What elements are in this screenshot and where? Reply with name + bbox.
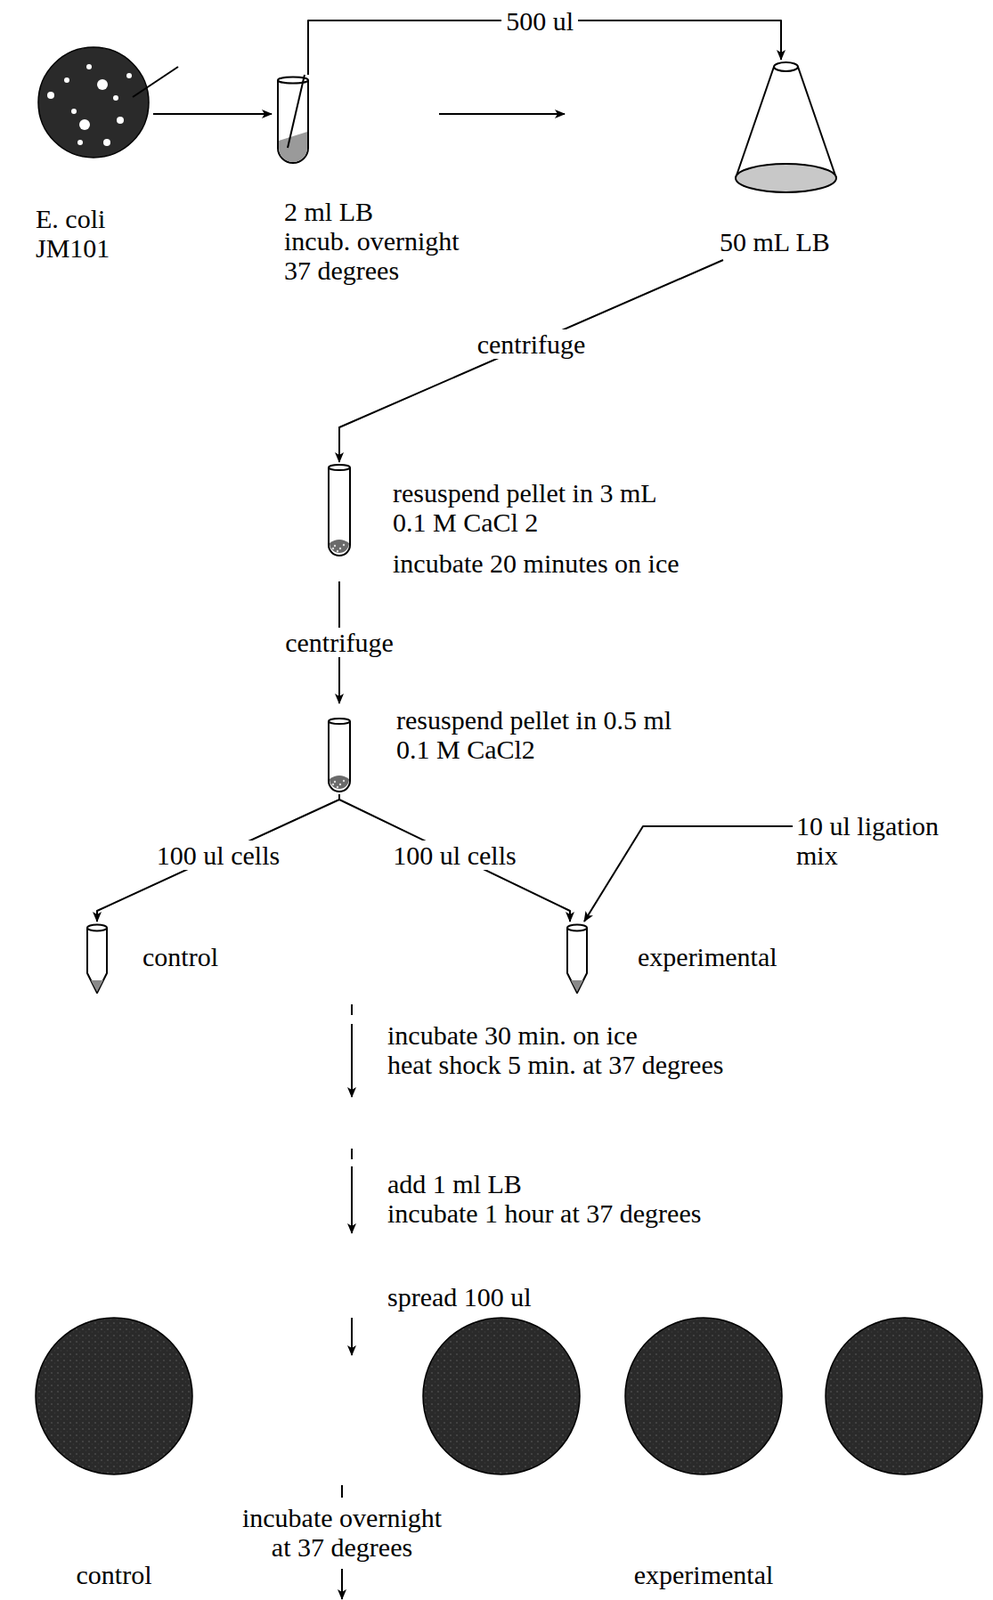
experimental-tube-node: experimental: [566, 923, 778, 995]
connector-label: 500 ul: [501, 6, 578, 36]
flow-arrow: [350, 1024, 353, 1098]
pellet-speck: [336, 786, 339, 789]
node-illustration: [326, 463, 352, 557]
step-text: experimental: [637, 942, 778, 972]
step-text: resuspend pellet in 0.5 ml 0.1 M CaCl2: [396, 705, 691, 765]
flow-connector: [339, 260, 724, 463]
step-text: 50 mL LB: [719, 227, 831, 257]
tube-rim: [87, 925, 107, 932]
connector-label: 100 ul cells: [152, 840, 285, 871]
pellet-tube-node: resuspend pellet in 3 mL 0.1 M CaCl 2 inc…: [326, 463, 680, 578]
flow-arrow: [350, 1318, 353, 1356]
step-text: resuspend pellet in 3 mL 0.1 M CaCl 2: [392, 478, 676, 538]
cell-pellet: [329, 775, 350, 790]
node-illustration: [326, 717, 352, 793]
flask-node: 50 mL LB: [719, 61, 838, 257]
cell-suspension: [90, 980, 104, 993]
flow-connector: [339, 794, 570, 922]
node-illustration: [37, 46, 150, 159]
pellet-tube-node: resuspend pellet in 0.5 ml 0.1 M CaCl2: [326, 705, 691, 793]
colony: [77, 139, 83, 146]
pellet-speck: [336, 550, 339, 553]
colony: [86, 64, 92, 70]
tube-outline: [328, 467, 350, 556]
pellet-speck: [332, 783, 334, 786]
colony: [71, 108, 77, 114]
node-illustration: [86, 923, 108, 995]
connector-label: centrifuge: [280, 627, 399, 658]
flow-tick: [341, 1485, 343, 1498]
flow-connector: [153, 113, 272, 115]
step-note: experimental: [634, 1560, 774, 1590]
flask-outline: [735, 66, 837, 179]
pellet-speck: [333, 545, 336, 547]
flow-tick: [350, 1004, 353, 1016]
cell-suspension: [570, 980, 584, 993]
pellet-speck: [339, 783, 342, 786]
agar-plate: [38, 47, 149, 158]
pellet-speck: [342, 780, 345, 782]
flow-tick: [350, 1148, 353, 1160]
pellet-speck: [342, 544, 345, 546]
flow-arrow: [341, 1569, 343, 1600]
node-illustration: [734, 61, 838, 195]
step-note: incubate 1 hour at 37 degrees: [387, 1198, 701, 1229]
node-illustration: [275, 76, 312, 163]
step-text: E. coli JM101: [35, 203, 116, 263]
step-note: spread 100 ul: [387, 1282, 532, 1312]
flow-connector: [97, 794, 340, 922]
tube-rim: [328, 718, 350, 725]
step-text: incub. overnight 37 degrees: [284, 226, 472, 285]
step-note: heat shock 5 min. at 37 degrees: [387, 1049, 724, 1080]
inoculating-stick: [287, 74, 305, 148]
tube-rim: [328, 464, 350, 471]
colony: [103, 138, 111, 147]
step-text: 2 ml LB: [284, 196, 374, 227]
pellet-speck: [333, 781, 336, 783]
step-text: incubate 20 minutes on ice: [392, 548, 680, 578]
culture-liquid: [278, 131, 308, 163]
flow-arrow: [350, 1166, 353, 1234]
agar-plate: [625, 1318, 782, 1475]
colony: [126, 73, 132, 79]
connector-label: centrifuge: [472, 329, 591, 359]
node-illustration: [566, 923, 588, 995]
step-note: add 1 ml LB: [387, 1169, 522, 1199]
inoculating-loop: [132, 66, 179, 98]
colony: [64, 77, 70, 83]
step-text: control: [142, 942, 219, 972]
colony: [116, 116, 124, 124]
colony: [113, 95, 119, 101]
flask-mouth: [773, 62, 798, 72]
pellet-speck: [332, 547, 334, 550]
colony: [97, 79, 108, 90]
flow-arrow: [439, 113, 565, 115]
tube-outline: [87, 927, 107, 993]
flask-medium: [735, 163, 837, 193]
agar-plate: [423, 1318, 580, 1475]
culture-tube-node: 2 ml LBincub. overnight 37 degrees: [275, 76, 472, 285]
colony: [47, 91, 55, 99]
ligation-mix-node: 10 ul ligation mix: [796, 811, 946, 871]
cell-pellet: [329, 539, 350, 554]
step-note: control: [76, 1560, 153, 1590]
agar-plate: [35, 1318, 193, 1475]
connector-label: 100 ul cells: [388, 840, 521, 871]
step-note: incubate 30 min. on ice: [387, 1020, 638, 1050]
tube-rim: [567, 925, 587, 932]
agar-plate-node: E. coli JM101: [35, 46, 150, 263]
control-tube-node: control: [86, 923, 219, 995]
flow-connector: [584, 826, 793, 922]
tube-outline: [328, 721, 350, 792]
agar-plate: [825, 1318, 983, 1475]
step-note: incubate overnight at 37 degrees: [237, 1503, 447, 1563]
tube-outline: [567, 927, 587, 993]
pellet-speck: [339, 547, 342, 550]
colony: [79, 119, 90, 131]
step-text: 10 ul ligation mix: [796, 811, 946, 871]
